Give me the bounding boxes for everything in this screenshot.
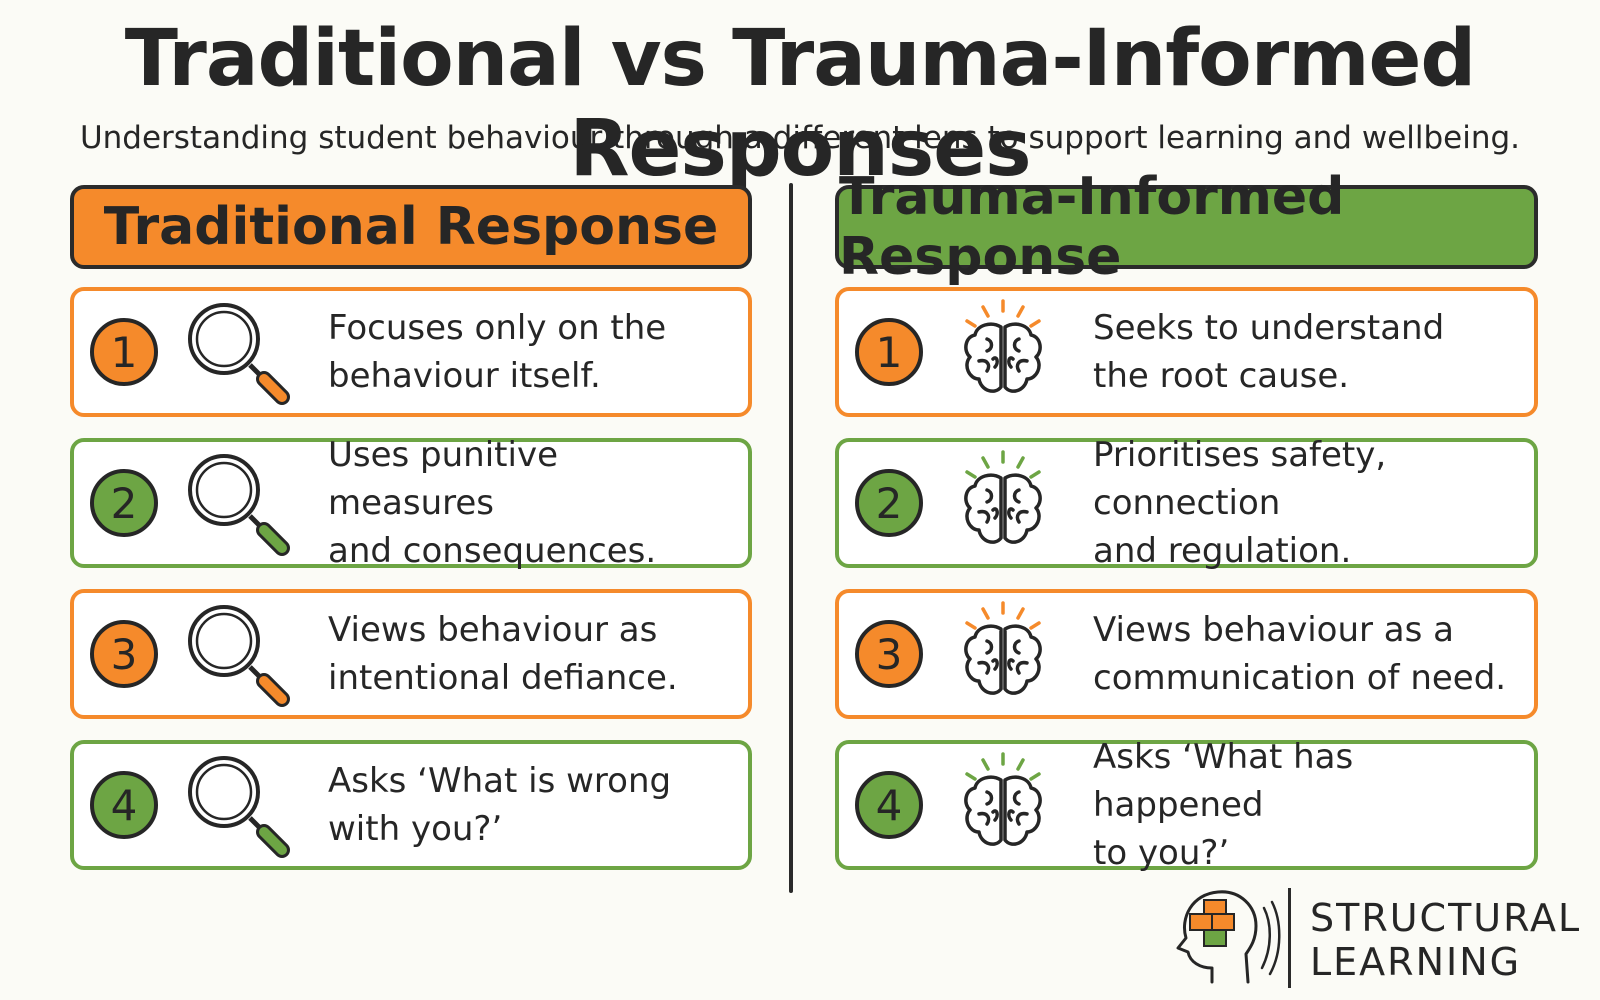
number-badge: 1 [855, 318, 923, 386]
card-text: Asks ‘What has happened to you?’ [1093, 737, 1354, 873]
card-text: Focuses only on the behaviour itself. [328, 308, 667, 396]
number-badge: 1 [90, 318, 158, 386]
card-text: Uses punitive measures and consequences. [328, 435, 657, 571]
number-badge: 4 [90, 771, 158, 839]
brain-icon [943, 599, 1063, 709]
trauma-informed-card-1: 1 [835, 287, 1538, 417]
page-title: Traditional vs Trauma-Informed Responses [124, 14, 1477, 194]
card-text: Prioritises safety, connection and regul… [1093, 435, 1387, 571]
magnifying-glass-icon [178, 297, 298, 407]
number-badge: 4 [855, 771, 923, 839]
card-text: Asks ‘What is wrong with you?’ [328, 761, 672, 849]
traditional-card-1: 1 Focuses only on the behaviour itself. [70, 287, 752, 417]
trauma-informed-card-3: 3 [835, 589, 1538, 719]
number-badge: 3 [90, 620, 158, 688]
structural-learning-logo: STRUCTURAL LEARNING [1160, 878, 1579, 988]
number-badge: 2 [855, 469, 923, 537]
card-text: Views behaviour as a communication of ne… [1093, 610, 1507, 698]
logo-text: STRUCTURAL LEARNING [1310, 896, 1582, 984]
brain-icon [943, 297, 1063, 407]
trauma-informed-card-4: 4 [835, 737, 1538, 873]
traditional-card-2: 2 Uses punitive measures and consequence… [70, 435, 752, 571]
magnifying-glass-icon [178, 750, 298, 860]
trauma-informed-column: Trauma-Informed Response 1 [835, 167, 1538, 891]
trauma-informed-header: Trauma-Informed Response [835, 167, 1538, 287]
column-divider [789, 183, 793, 893]
traditional-column: Traditional Response 1 Focuses only on t… [70, 185, 752, 891]
card-text: Seeks to understand the root cause. [1093, 308, 1445, 396]
magnifying-glass-icon [178, 448, 298, 558]
traditional-card-3: 3 Views behaviour as intentional defianc… [70, 589, 752, 719]
number-badge: 2 [90, 469, 158, 537]
brain-icon [943, 750, 1063, 860]
traditional-card-4: 4 Asks ‘What is wrong with you?’ [70, 740, 752, 870]
card-text: Views behaviour as intentional defiance. [328, 610, 678, 698]
brain-icon [943, 448, 1063, 558]
traditional-header: Traditional Response [70, 185, 752, 269]
number-badge: 3 [855, 620, 923, 688]
logo-separator [1288, 888, 1291, 988]
head-puzzle-icon [1176, 890, 1281, 984]
trauma-informed-card-2: 2 [835, 435, 1538, 571]
page-subtitle: Understanding student behaviour through … [79, 120, 1521, 156]
magnifying-glass-icon [178, 599, 298, 709]
